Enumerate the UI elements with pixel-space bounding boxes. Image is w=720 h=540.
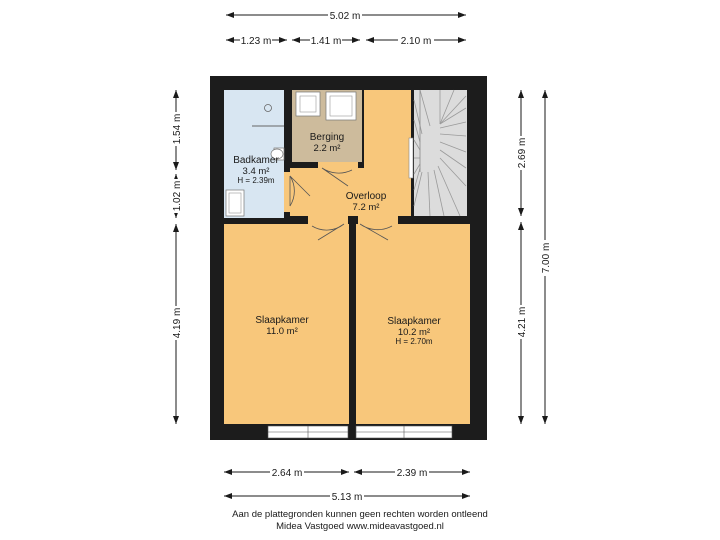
dimension-top-segments: 1.23 m 1.41 m 2.10 m [226, 33, 466, 47]
room-area: 2.2 m² [314, 143, 341, 154]
dimension-bottom-total: 5.13 m [224, 489, 470, 503]
doors [284, 162, 398, 241]
dim-label: 7.00 m [541, 243, 552, 274]
room-name: Slaapkamer [387, 316, 441, 327]
dim-label: 4.19 m [172, 308, 183, 339]
washer-icon [325, 91, 357, 121]
label-overloop: Overloop 7.2 m² [346, 191, 387, 213]
room-area: 7.2 m² [353, 202, 380, 213]
dimension-right-total: 7.00 m [538, 90, 552, 424]
room-height: H = 2.70m [395, 337, 432, 346]
stair-railing [408, 137, 414, 179]
room-name: Overloop [346, 191, 387, 202]
room-height: H = 2.39m [237, 176, 274, 185]
bathroom-fixtures [225, 104, 285, 217]
room-area: 3.4 m² [243, 166, 270, 177]
dim-label: 5.02 m [330, 11, 361, 22]
label-slaapkamer-left: Slaapkamer 11.0 m² [255, 315, 309, 337]
dim-label: 2.10 m [401, 36, 432, 47]
room-slaapkamer-right [356, 224, 470, 424]
room-area: 11.0 m² [266, 326, 298, 337]
label-slaapkamer-right: Slaapkamer 10.2 m² H = 2.70m [387, 316, 441, 346]
shower-drain-icon [264, 104, 272, 112]
dim-label: 1.54 m [172, 114, 183, 145]
windows [267, 425, 453, 439]
dim-label: 5.13 m [332, 492, 363, 503]
room-slaapkamer-left [224, 224, 349, 424]
stairs [414, 90, 467, 216]
dim-label: 1.41 m [311, 36, 342, 47]
dimension-left-segments: 1.54 m 1.02 m 4.19 m [169, 90, 183, 424]
label-badkamer: Badkamer 3.4 m² H = 2.39m [233, 155, 279, 185]
stair-treads [413, 89, 467, 217]
label-berging: Berging 2.2 m² [310, 132, 344, 154]
room-name: Berging [310, 132, 344, 143]
sink-icon [225, 189, 245, 217]
footer-company: Midea Vastgoed www.mideavastgoed.nl [276, 521, 444, 532]
dim-label: 2.39 m [397, 468, 428, 479]
room-overloop [290, 90, 411, 216]
dimension-bottom-segments: 2.64 m 2.39 m [224, 465, 470, 479]
dim-label: 2.69 m [517, 138, 528, 169]
room-name: Badkamer [233, 155, 279, 166]
dim-label: 2.64 m [272, 468, 303, 479]
dim-label: 1.02 m [172, 181, 183, 212]
footer-disclaimer: Aan de plattegronden kunnen geen rechten… [232, 509, 488, 520]
dimension-top-total: 5.02 m [226, 8, 466, 22]
dim-label: 4.21 m [517, 307, 528, 338]
room-area: 10.2 m² [398, 327, 430, 338]
dim-label: 1.23 m [241, 36, 272, 47]
boiler-icon [295, 91, 321, 117]
room-name: Slaapkamer [255, 315, 309, 326]
building [210, 76, 487, 440]
dimension-right-segments: 2.69 m 4.21 m [514, 90, 528, 424]
berging-fixtures [295, 91, 357, 121]
